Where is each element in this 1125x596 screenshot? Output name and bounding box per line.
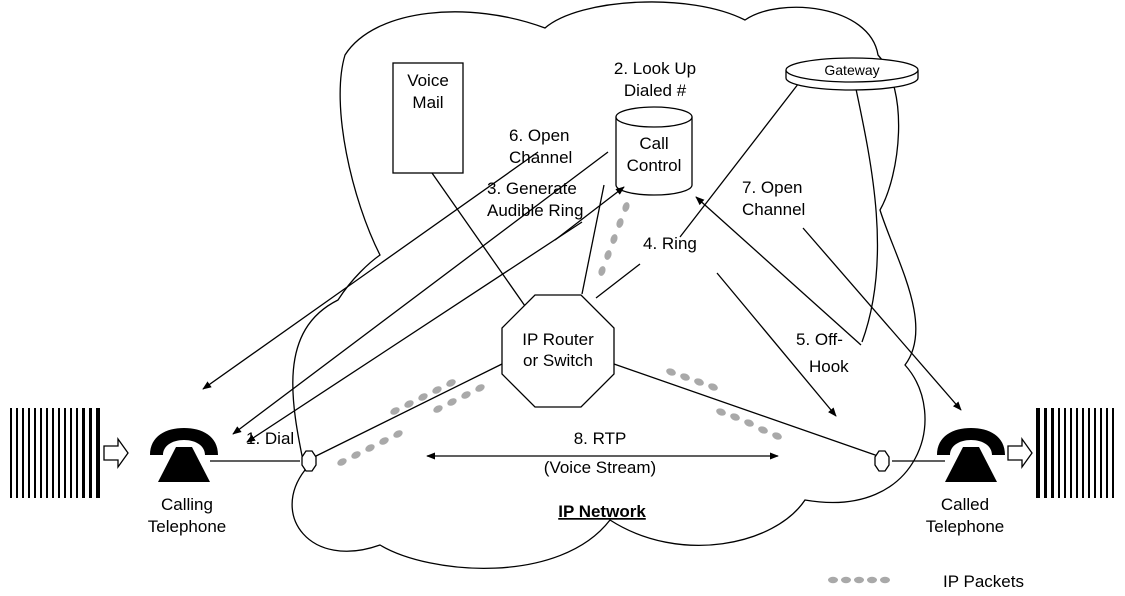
- ip-packets-right-route: [666, 368, 782, 440]
- step-3-audible-ring-arrow-2: [246, 221, 583, 443]
- calling-telephone-icon: [150, 428, 218, 482]
- router-to-right-node-line: [613, 363, 879, 457]
- step-7-open-channel-arrow: [802, 227, 962, 411]
- step-4-ring-arrow: [716, 272, 837, 417]
- legend-ip-packets: [828, 576, 890, 584]
- called-side-transmission-bars: [1036, 408, 1114, 498]
- step-2-label-line1: 2. Look Up: [614, 59, 696, 78]
- router-to-ring-label-line: [595, 263, 641, 299]
- step-8-label-line1: 8. RTP: [574, 429, 627, 448]
- step-4-label: 4. Ring: [643, 234, 697, 253]
- ip-network-cloud: [291, 1, 926, 569]
- step-8-label-line2: (Voice Stream): [544, 458, 656, 477]
- router-to-left-node-line: [311, 363, 503, 459]
- voice-mail-box: [392, 62, 464, 174]
- calling-side-input-arrow-icon: [103, 436, 129, 470]
- step-6-label-line2: Channel: [509, 148, 572, 167]
- ip-packets-left-route: [337, 379, 485, 466]
- step-2-lookup-arrow: [554, 186, 625, 241]
- step-1-label: 1. Dial: [246, 429, 294, 448]
- calling-side-transmission-bars: [10, 408, 100, 498]
- called-telephone-icon: [937, 428, 1005, 482]
- called-side-network-node: [874, 450, 890, 472]
- gateway-label: Gateway: [824, 62, 879, 78]
- ip-packets-vertical-route: [598, 202, 630, 276]
- step-3-label-line2: Audible Ring: [487, 201, 583, 220]
- router-label-line2: or Switch: [523, 351, 593, 370]
- router-to-callcontrol-line: [581, 184, 605, 295]
- called-telephone-label-line1: Called: [941, 495, 989, 514]
- call-control-cylinder-top: [615, 106, 693, 128]
- step-6-label-line1: 6. Open: [509, 126, 570, 145]
- step-5-label-line2: Hook: [809, 357, 849, 376]
- calling-side-network-node: [301, 450, 317, 472]
- gateway-to-offhook-line: [855, 88, 879, 343]
- voice-mail-label-line1: Voice: [407, 71, 449, 90]
- step-3-label-line1: 3. Generate: [487, 179, 577, 198]
- called-side-output-arrow-icon: [1007, 436, 1033, 470]
- step-7-label-line1: 7. Open: [742, 178, 803, 197]
- router-to-voicemail-line: [431, 172, 526, 307]
- call-control-label-line2: Control: [627, 156, 682, 175]
- step-7-label-line2: Channel: [742, 200, 805, 219]
- step-5-label-line1: 5. Off-: [796, 330, 843, 349]
- voice-mail-label-line2: Mail: [412, 93, 443, 112]
- step-2-label-line2: Dialed #: [624, 81, 687, 100]
- step-3-audible-ring-arrow: [232, 151, 609, 435]
- calling-telephone-label-line2: Telephone: [148, 517, 226, 536]
- ip-router-octagon: [501, 294, 615, 408]
- step-6-open-channel-arrow: [202, 151, 539, 390]
- ring-to-gateway-line: [679, 78, 803, 238]
- step-5-offhook-arrow: [695, 196, 862, 346]
- call-control-label-line1: Call: [639, 134, 668, 153]
- ip-network-title: IP Network: [558, 502, 646, 521]
- called-telephone-label-line2: Telephone: [926, 517, 1004, 536]
- router-label-line1: IP Router: [522, 330, 594, 349]
- legend-ip-packets-label: IP Packets: [943, 572, 1024, 591]
- gateway-top: [785, 57, 919, 83]
- calling-telephone-label-line1: Calling: [161, 495, 213, 514]
